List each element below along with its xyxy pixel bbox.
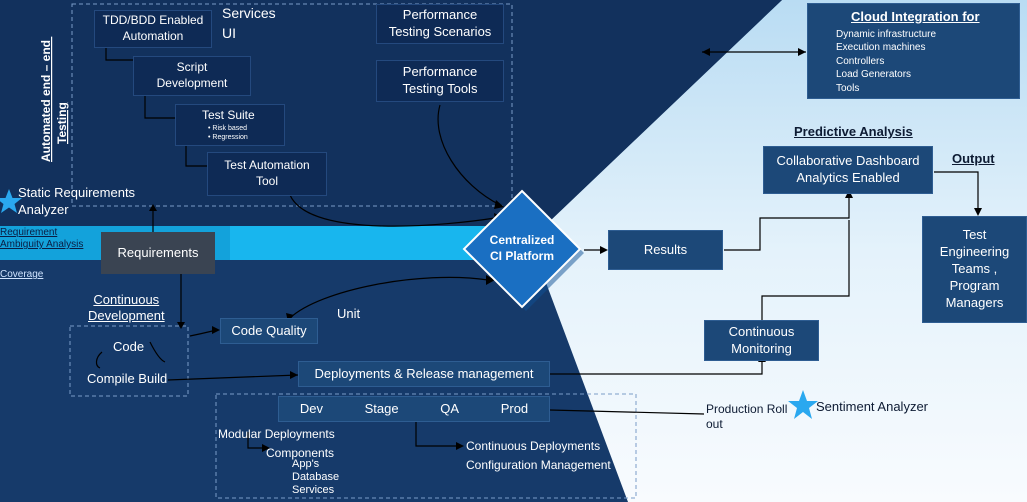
modular-deployments-label: Modular Deployments <box>218 427 335 441</box>
ci-platform-node: Centralized CI Platform <box>489 233 555 263</box>
components-label: Components <box>266 446 335 460</box>
apps-database-services-label: App's Database Services <box>292 458 340 497</box>
cloud-item: Load Generators <box>836 69 912 81</box>
continuous-monitoring-node: Continuous Monitoring <box>704 320 819 361</box>
env-prod: Prod <box>500 400 529 416</box>
cloud-item: Tools <box>836 82 860 94</box>
results-node: Results <box>608 230 723 270</box>
continuous-development-label: Continuous Development <box>88 292 165 324</box>
tdd-bdd-node: TDD/BDD Enabled Automation <box>94 10 212 48</box>
star-icon <box>0 189 22 213</box>
env-qa: QA <box>440 400 460 416</box>
env-stage: Stage <box>364 400 399 416</box>
production-rollout-label: Production Roll out <box>706 402 788 431</box>
cloud-item: Dynamic infrastructure <box>836 28 937 40</box>
predictive-analysis-label: Predictive Analysis <box>794 124 913 139</box>
cloud-item: Controllers <box>836 55 885 67</box>
cloud-item: Execution machines <box>836 42 926 54</box>
dashboard-node: Collaborative Dashboard Analytics Enable… <box>763 146 933 194</box>
env-dev: Dev <box>299 400 323 416</box>
requirements-node: Requirements <box>101 232 215 274</box>
compile-build-label: Compile Build <box>87 371 168 386</box>
environments-bar: Dev Stage QA Prod <box>278 396 550 422</box>
sentiment-analyzer-label: Sentiment Analyzer <box>816 399 929 414</box>
coverage-label: Coverage <box>0 269 44 280</box>
output-label: Output <box>952 151 995 166</box>
services-label: Services <box>222 5 276 21</box>
cloud-integration-title: Cloud Integration for <box>851 9 980 24</box>
test-suite-item: • Risk based <box>208 124 248 132</box>
performance-scenarios-node: Performance Testing Scenarios <box>376 4 504 44</box>
script-development-node: Script Development <box>133 56 251 96</box>
static-requirements-label: Static Requirements Analyzer <box>18 185 136 217</box>
automated-e2e-label: Automated end – end Testing <box>39 37 69 162</box>
ui-label: UI <box>222 25 236 41</box>
test-teams-node: Test Engineering Teams , Program Manager… <box>922 216 1027 323</box>
continuous-deployments-label: Continuous Deployments <box>466 439 601 453</box>
test-suite-node: Test Suite • Risk based • Regression <box>175 104 285 146</box>
code-quality-node: Code Quality <box>220 318 318 344</box>
test-automation-tool-node: Test Automation Tool <box>207 152 327 196</box>
configuration-management-label: Configuration Management <box>466 458 611 472</box>
code-label: Code <box>113 339 145 354</box>
deployments-node: Deployments & Release management <box>298 361 550 387</box>
test-suite-item: • Regression <box>208 133 248 141</box>
performance-tools-node: Performance Testing Tools <box>376 60 504 102</box>
cloud-integration-node: Cloud Integration for Dynamic infrastruc… <box>807 3 1020 99</box>
unit-label: Unit <box>337 306 361 321</box>
star-icon <box>788 390 818 419</box>
requirement-ambiguity-label: Requirement Ambiguity Analysis <box>0 227 84 250</box>
